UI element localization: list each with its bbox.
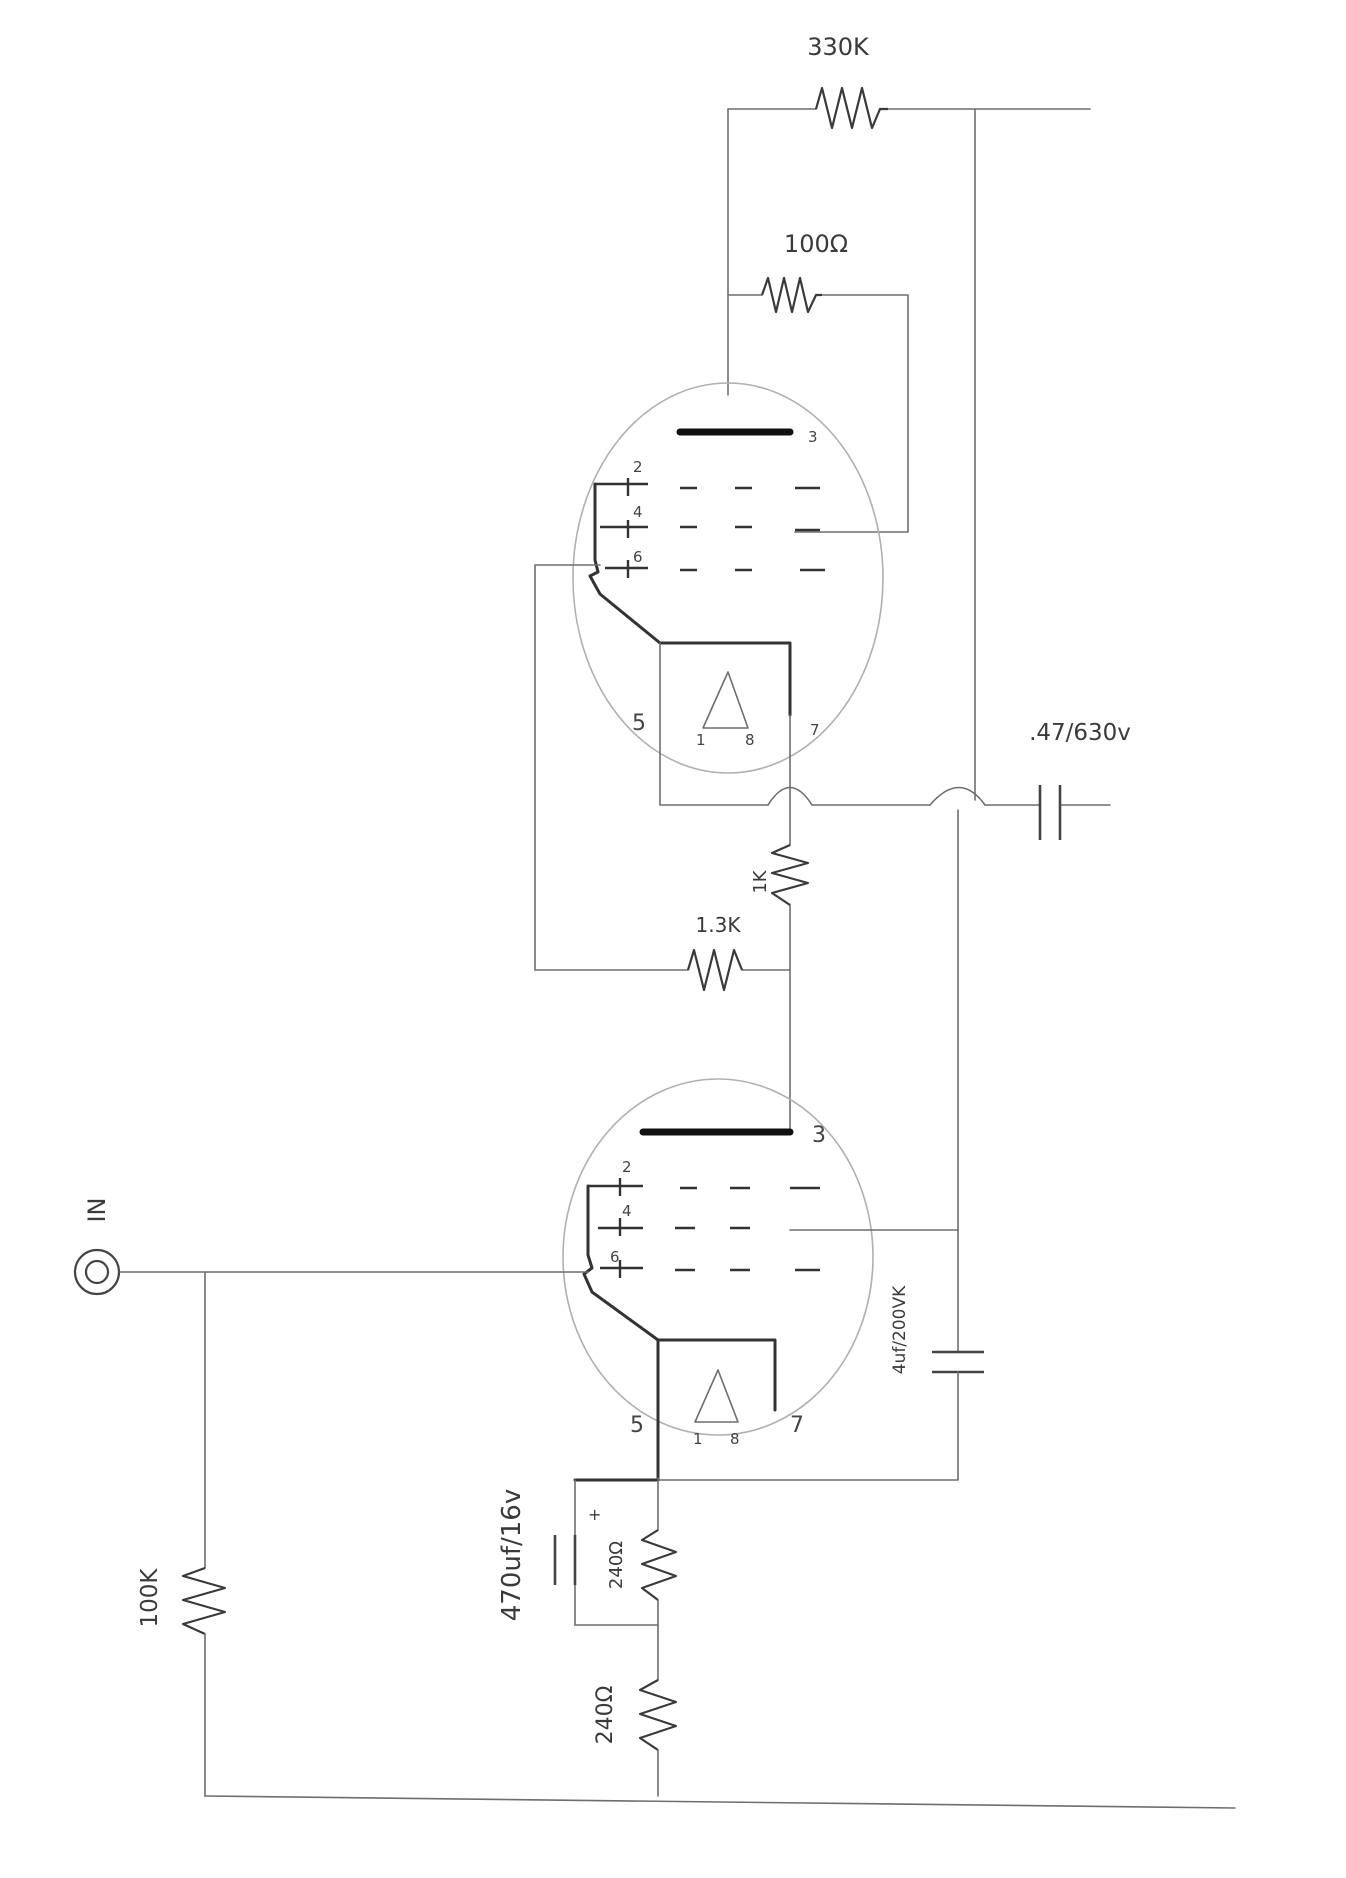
- label-1k: 1K: [750, 869, 771, 893]
- lower-pin-8: 8: [730, 1430, 740, 1448]
- lower-pin-5: 5: [630, 1413, 644, 1438]
- lower-pin-4: 4: [622, 1202, 632, 1220]
- label-240-ohm-lower: 240Ω: [593, 1686, 618, 1745]
- upper-pin-8: 8: [745, 731, 755, 749]
- upper-pin-4: 4: [633, 503, 643, 521]
- upper-pin-6: 6: [633, 548, 643, 566]
- resistor-330k: [814, 86, 888, 130]
- upper-pin-2: 2: [633, 458, 643, 476]
- label-cap-plus: +: [588, 1505, 601, 1524]
- label-1-3k: 1.3K: [696, 913, 742, 937]
- upper-tube-envelope: [572, 382, 884, 774]
- lower-tube-envelope: [562, 1078, 874, 1436]
- lower-pin-7: 7: [790, 1413, 804, 1438]
- upper-tube-grids: [595, 478, 825, 578]
- capacitor-047uf: [1038, 785, 1062, 840]
- upper-pin-5: 5: [632, 711, 646, 736]
- upper-pin-1: 1: [696, 731, 706, 749]
- label-240-ohm-upper: 240Ω: [606, 1541, 627, 1589]
- lower-pin-6: 6: [610, 1248, 620, 1266]
- lower-pin-1: 1: [693, 1430, 703, 1448]
- middle-wiring: [534, 564, 1111, 1231]
- label-100-ohm: 100Ω: [784, 230, 848, 258]
- resistor-100-ohm: [760, 276, 822, 314]
- lower-tube-grids: [588, 1178, 820, 1278]
- top-wiring: [727, 108, 1091, 761]
- resistor-1k: [770, 843, 810, 906]
- label-330k: 330K: [807, 33, 870, 61]
- label-100k: 100K: [137, 1568, 163, 1628]
- label-047-630v: .47/630v: [1029, 720, 1131, 746]
- lower-pin-3: 3: [812, 1123, 826, 1148]
- lower-pin-2: 2: [622, 1158, 632, 1176]
- cathode-network: [553, 1477, 678, 1797]
- label-4uf: 4uf/200VK: [890, 1285, 910, 1374]
- ground-bus: [204, 1795, 1236, 1809]
- resistor-100k: [181, 1271, 227, 1797]
- upper-tube: [572, 382, 884, 806]
- label-input: IN: [83, 1197, 111, 1222]
- capacitor-4uf: [657, 1229, 984, 1481]
- lower-tube: [562, 1078, 959, 1480]
- input-jack: [73, 1248, 589, 1296]
- resistor-1-3k: [686, 948, 744, 992]
- upper-pin-3: 3: [808, 428, 818, 446]
- label-470uf: 470uf/16v: [497, 1489, 527, 1622]
- upper-pin-7: 7: [810, 721, 820, 739]
